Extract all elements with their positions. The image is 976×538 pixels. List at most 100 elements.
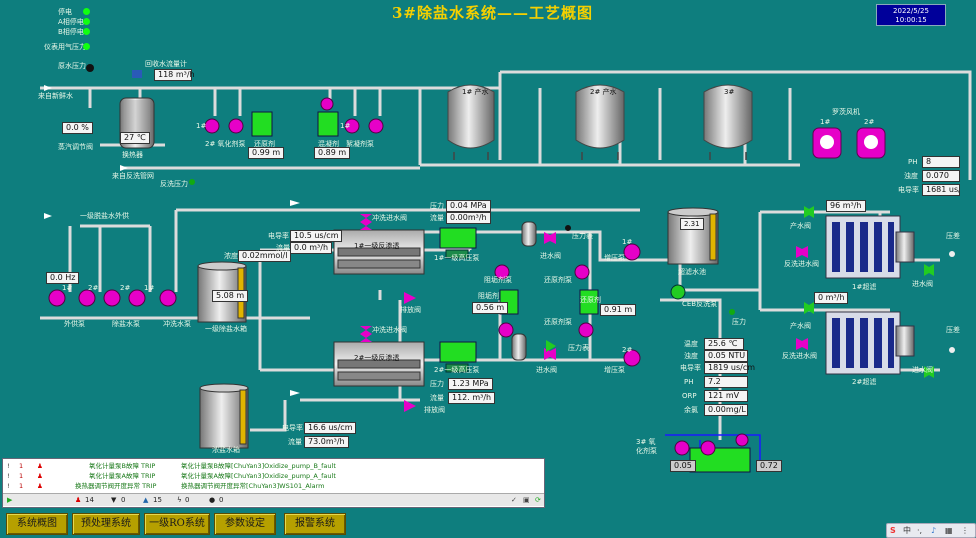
supply-pump-label: 外供泵: [64, 320, 85, 328]
ro2-flow-value: 112. m³/h: [448, 392, 496, 404]
ro1-press-label: 压力: [430, 202, 444, 210]
alarm-marker-icon: !: [7, 462, 10, 470]
freq-value: 0.0 Hz: [46, 272, 80, 284]
coagulant-tag: 1#: [340, 122, 351, 130]
raw-water-pressure-label: 原水压力: [58, 62, 86, 70]
ro2-cond-label: 电导率: [282, 424, 303, 432]
feed-valve-2-label: 进水阀: [536, 366, 557, 374]
alarm-row[interactable]: ! 1 ♟ 氧化计量泵A故障 TRIP 氧化计量泵A故障[ChuYan3]Oxi…: [3, 471, 544, 481]
legend-a-phase: A相停电: [58, 18, 84, 26]
backwash-inlet-label: 来自反洗管网: [112, 172, 154, 180]
turbidity-label: 浊度: [904, 172, 918, 180]
uf-ph-label: PH: [684, 378, 694, 386]
ro1-flow2-label: 流量: [430, 214, 444, 222]
ro2-flow2-value: 73.0m³/h: [304, 436, 349, 448]
legend-power-off: 停电: [58, 8, 72, 16]
refresh-icon[interactable]: ⟳: [535, 496, 541, 504]
alarm-desc: 换热器调节阀开度异常[ChuYan3]WS101_Alarm: [181, 482, 325, 490]
coagulant-level-value: 0.89 m: [314, 147, 351, 159]
warning-icon: ▼: [111, 496, 117, 504]
nav-pretreatment[interactable]: 预处理系统: [72, 513, 140, 535]
alarm-bell-icon: ♟: [37, 482, 43, 490]
fan-2-tag: 2#: [864, 118, 875, 126]
ime-lang: 中: [903, 526, 911, 535]
alarm-level-icon: 1: [19, 472, 24, 480]
ro2-flow-label: 流量: [430, 394, 444, 402]
uf-chlorine-value: 0.00mg/L: [704, 404, 748, 416]
red-count: 14: [85, 496, 94, 504]
time-text: 10:00:15: [895, 16, 927, 24]
booster-pump-2-label: 增压泵: [604, 366, 625, 374]
alarm-level-icon: 1: [19, 462, 24, 470]
ph-label: PH: [908, 158, 918, 166]
status-light-icon: [83, 28, 90, 35]
input-method-tray[interactable]: S 中 ·, ♪ ▦ ⋮: [886, 523, 976, 538]
raw-water-inlet-label: 来自新鲜水: [38, 92, 73, 100]
raw-flow-value: 118 m³/h: [154, 69, 195, 81]
punctuation-icon: ·,: [917, 526, 923, 535]
alarm-bell-icon: ♟: [75, 496, 82, 504]
alarm-desc: 氧化计量泵A故障[ChuYan3]Oxidize_pump_A_fault: [181, 472, 336, 480]
nav-alarms[interactable]: 报警系统: [284, 513, 346, 535]
pump-tag-3: 2#: [120, 284, 131, 292]
uf1-inlet-label: 进水阀: [912, 280, 933, 288]
uf1-label: 1#超滤: [852, 283, 877, 291]
ro2-flush-valve-label: 冲洗进水阀: [372, 326, 407, 334]
oxidizer2-value-1: 0.05: [670, 460, 696, 472]
info-icon: ▲: [143, 496, 149, 504]
alarm-row[interactable]: ! 1 ♟ 换热器调节阀开度异常 TRIP 换热器调节阀开度异常[ChuYan3…: [3, 481, 544, 491]
ro1-pump-label: 1#一级高压泵: [434, 254, 480, 262]
flash-icon: ϟ: [177, 496, 182, 504]
pressure-gauge2-label: 压力表: [568, 344, 589, 352]
uf1-backwash-label: 反洗进水阀: [784, 260, 819, 268]
hx-label: 换热器: [122, 151, 143, 159]
uf-turb-label: 浊度: [684, 352, 698, 360]
steam-valve-label: 蒸汽调节阀: [58, 143, 93, 151]
ro2-cond-value: 16.6 us/cm: [304, 422, 357, 434]
booster-tag-2: 2#: [622, 346, 633, 354]
filter-icon[interactable]: ▣: [523, 496, 530, 504]
legend-b-phase: B相停电: [58, 28, 84, 36]
uf2-label: 2#超滤: [852, 378, 877, 386]
ro2-press-value: 1.23 MPa: [448, 378, 493, 390]
coagulant-pump-label: 絮凝剂泵: [346, 140, 374, 148]
supply-title: 一级脱盐水外供: [80, 212, 129, 220]
nav-parameters[interactable]: 参数设定: [214, 513, 276, 535]
ro1-flow2-value: 0.00m³/h: [446, 212, 491, 224]
booster-pump-1-label: 增压泵: [604, 254, 625, 262]
bottom-nav: 系统概图 预处理系统 一级RO系统 参数设定 报警系统: [0, 510, 976, 538]
alarm-type: 氧化计量泵B故障 TRIP: [89, 462, 156, 470]
uf-ph-value: 7.2: [704, 376, 748, 388]
uf-temp-value: 25.6 ℃: [704, 338, 744, 350]
nav-primary-ro[interactable]: 一级RO系统: [144, 513, 210, 535]
ro2-pump-label: 2#一级高压泵: [434, 366, 480, 374]
status-light-icon: [83, 8, 90, 15]
filter-2-label: 2# 产水: [590, 88, 617, 96]
ro2-press-label: 压力: [430, 380, 444, 388]
ro1-flow-label: 流量: [276, 244, 290, 252]
desalt-pump-label: 除盐水泵: [112, 320, 140, 328]
play-icon[interactable]: ▶: [7, 496, 13, 504]
alarm-panel: ! 1 ♟ 氧化计量泵B故障 TRIP 氧化计量泵B故障[ChuYan3]Oxi…: [2, 458, 545, 508]
uf2-inlet-label: 进水阀: [912, 366, 933, 374]
antiscalant-tank-label: 阻垢剂: [478, 292, 499, 300]
ph-value: 8: [922, 156, 960, 168]
status-light-icon: [83, 43, 90, 50]
alarm-row[interactable]: ! 1 ♟ 氧化计量泵B故障 TRIP 氧化计量泵B故障[ChuYan3]Oxi…: [3, 461, 544, 471]
date-text: 2022/5/25: [893, 7, 929, 15]
mic-icon: ♪: [931, 526, 937, 535]
uf1-dp-label: 压差: [946, 232, 960, 240]
uf-turb-value: 0.05 NTU: [704, 350, 748, 362]
flowmeter-label: 回收水流量计: [145, 60, 187, 68]
flush-pump-label: 冲洗水泵: [163, 320, 191, 328]
nav-system-overview[interactable]: 系统概图: [6, 513, 68, 535]
uf-orp-value: 121 mV: [704, 390, 748, 402]
ro2-drain-label: 排放阀: [424, 406, 445, 414]
ro1-press-value: 0.04 MPa: [446, 200, 491, 212]
ro1-cond-label: 电导率: [268, 232, 289, 240]
reducer-level-value: 0.99 m: [248, 147, 285, 159]
uf-chlorine-label: 余氯: [684, 406, 698, 414]
alarm-status-bar: ▶ ♟ 14 ▼ 0 ▲ 15 ϟ 0 ● 0 ✓ ▣ ⟳: [3, 493, 544, 506]
acknowledge-icon[interactable]: ✓: [511, 496, 517, 504]
